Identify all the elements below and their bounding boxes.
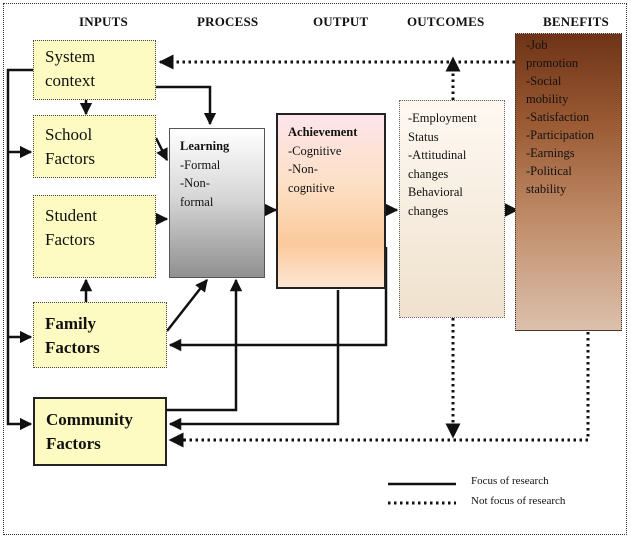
outcomes-item-1: -Employment [408,111,477,125]
learning-title: Learning [180,139,230,153]
achievement-item-cognitive: -Cognitive [288,143,342,158]
outcomes-item-3: -Attitudinal [408,148,467,162]
benefits-item-3: -Social [526,74,562,88]
header-benefits: BENEFITS [543,14,609,29]
outcomes-item-2: Status [408,129,439,144]
community-factors-line2: Factors [46,434,101,453]
benefits-item-1: -Job [526,38,548,52]
achievement-box: Achievement -Cognitive -Non- cognitive [276,113,386,289]
achievement-title: Achievement [288,125,358,139]
legend-solid-label: Focus of research [471,475,549,487]
legend-dotted-label: Not focus of research [471,495,566,507]
family-factors-line1: Family [45,314,96,333]
achievement-item-non: -Non- [288,162,318,176]
benefits-item-8: -Political [526,164,572,178]
benefits-item-5: -Satisfaction [526,110,590,124]
outer-frame [3,3,627,535]
outcomes-item-6: changes [408,203,449,218]
student-factors-line2: Factors [45,230,96,249]
outcomes-item-4: changes [408,166,449,181]
learning-item-formal2: formal [180,194,214,209]
outcomes-box: -Employment Status -Attitudinal changes … [399,100,505,318]
student-factors-box: Student Factors [33,195,156,278]
outcomes-item-5: Behavioral [408,185,463,199]
student-factors-line1: Student [45,206,97,225]
benefits-item-6: -Participation [526,128,595,142]
benefits-item-4: mobility [526,92,569,106]
family-factors-line2: Factors [45,338,100,357]
school-factors-box: School Factors [33,115,156,178]
header-outcomes: OUTCOMES [407,14,485,29]
benefits-box: -Job promotion -Social mobility -Satisfa… [515,33,622,331]
benefits-item-2: promotion [526,56,579,70]
header-output: OUTPUT [313,14,369,29]
learning-box: Learning -Formal -Non- formal [169,128,265,278]
learning-item-formal: -Formal [180,157,221,172]
header-process: PROCESS [197,14,259,29]
benefits-item-7: -Earnings [526,146,575,160]
learning-item-non: -Non- [180,176,210,190]
family-factors-box: Family Factors [33,302,167,368]
community-factors-line1: Community [46,410,133,429]
benefits-item-9: stability [526,182,567,196]
system-context-line1: System [45,47,96,66]
school-factors-line1: School [45,125,93,144]
system-context-line2: context [45,71,96,90]
community-factors-box: Community Factors [33,397,167,466]
header-inputs: INPUTS [79,14,128,29]
achievement-item-cognitive2: cognitive [288,180,335,195]
system-context-box: System context [33,40,156,100]
school-factors-line2: Factors [45,149,96,168]
